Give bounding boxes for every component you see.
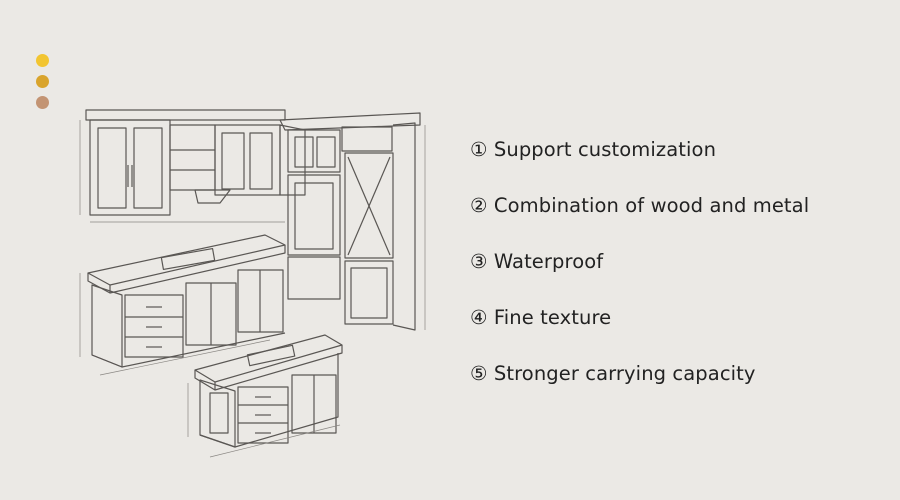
kitchen-sketch-icon bbox=[79, 109, 426, 458]
feature-list: ① Support customization ② Combination of… bbox=[470, 138, 809, 418]
tall-cabinet-top bbox=[287, 129, 341, 173]
feature-item: ④ Fine texture bbox=[470, 306, 612, 329]
upper-crown bbox=[85, 109, 286, 121]
base-cabinet-left bbox=[91, 284, 123, 368]
tall-cabinet-mid bbox=[287, 174, 341, 256]
sink bbox=[160, 247, 216, 271]
island-sink bbox=[246, 344, 296, 367]
decorative-dots bbox=[36, 54, 49, 117]
feature-item: ③ Waterproof bbox=[470, 250, 604, 273]
tall-crown bbox=[279, 112, 421, 131]
upper-cabinet-left bbox=[89, 119, 171, 216]
range-hood bbox=[194, 189, 231, 204]
fridge-panel bbox=[344, 152, 394, 259]
upper-open-shelf bbox=[169, 124, 216, 191]
dot-yellow bbox=[36, 54, 49, 67]
dot-gold bbox=[36, 75, 49, 88]
feature-item: ② Combination of wood and metal bbox=[470, 194, 810, 217]
upper-cabinet-corner bbox=[214, 124, 281, 196]
dot-brown bbox=[36, 96, 49, 109]
feature-item: ① Support customization bbox=[470, 138, 717, 161]
feature-item: ⑤ Stronger carrying capacity bbox=[470, 362, 756, 385]
